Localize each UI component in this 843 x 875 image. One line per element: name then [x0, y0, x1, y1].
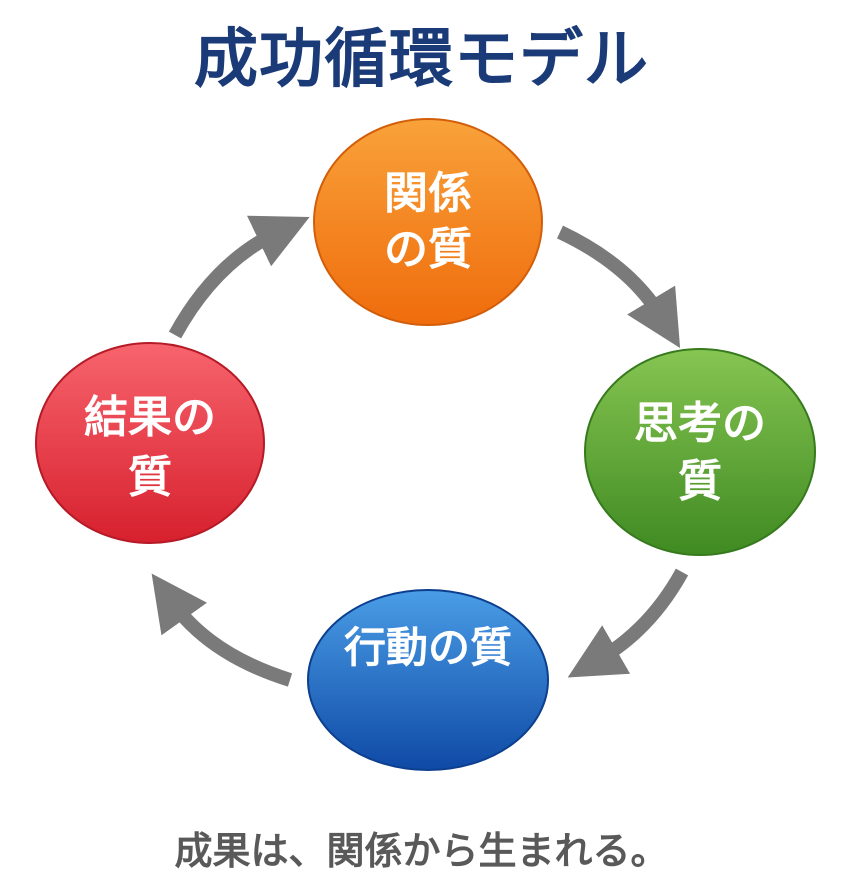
diagram-title: 成功循環モデル	[194, 23, 649, 97]
node-label: 質	[678, 456, 722, 507]
node-label: 思考の	[634, 398, 766, 449]
caption: 成果は、関係から生まれる。	[174, 829, 669, 873]
arrow-relationship-to-thinking	[557, 225, 681, 348]
node-label: の質	[384, 224, 472, 275]
node-result: 結果の 質	[35, 342, 265, 544]
node-thinking: 思考の 質	[584, 348, 816, 556]
node-label: 行動の質	[344, 623, 512, 672]
node-label: 結果の	[84, 392, 216, 443]
arrow-action-to-result	[151, 573, 293, 687]
node-action: 行動の質	[307, 589, 549, 771]
node-label: 質	[128, 452, 172, 503]
arrow-thinking-to-action	[567, 568, 689, 678]
arrow-result-to-relationship	[168, 215, 310, 339]
node-label: 関係	[384, 168, 472, 219]
node-relationship: 関係 の質	[313, 118, 543, 326]
